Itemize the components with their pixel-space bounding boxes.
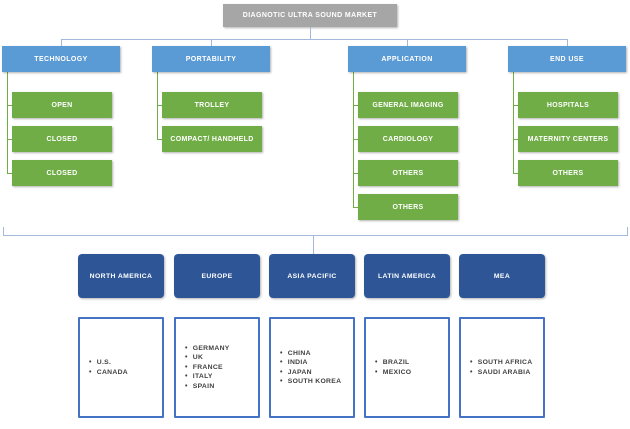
bullet-icon: • bbox=[185, 382, 188, 390]
segment-child-box: HOSPITALS bbox=[518, 92, 618, 118]
segment-child-box: OTHERS bbox=[518, 160, 618, 186]
country-label: SPAIN bbox=[192, 382, 215, 390]
country-label: BRAZIL bbox=[382, 359, 410, 366]
bullet-icon: • bbox=[375, 368, 378, 376]
region-header: EUROPE bbox=[174, 254, 260, 298]
country-label: UK bbox=[192, 354, 204, 362]
region-header: MEA bbox=[459, 254, 545, 298]
segment-child-box: OPEN bbox=[12, 92, 112, 118]
connector-drop bbox=[407, 39, 408, 46]
country-label: CANADA bbox=[96, 368, 129, 376]
country-item: • UK bbox=[176, 353, 258, 363]
region-country-list: • CHINA • INDIA • JAPAN • SOUTH KOREA bbox=[269, 317, 355, 418]
connector-brace-left-end bbox=[3, 227, 4, 235]
bullet-icon: • bbox=[185, 363, 188, 371]
country-label: GERMANY bbox=[192, 344, 230, 352]
region-country-list: • BRAZIL • MEXICO bbox=[364, 317, 450, 418]
segment-child-box: CARDIOLOGY bbox=[358, 126, 458, 152]
region-country-list: • U.S. • CANADA bbox=[78, 317, 164, 418]
segment-connector-tick bbox=[7, 139, 12, 140]
region-header: LATIN AMERICA bbox=[364, 254, 450, 298]
region-country-list: • SOUTH AFRICA • SAUDI ARABIA bbox=[459, 317, 545, 418]
segment-header: APPLICATION bbox=[348, 46, 466, 72]
country-item: • JAPAN bbox=[271, 368, 353, 378]
bullet-icon: • bbox=[280, 378, 283, 385]
connector-brace-rail bbox=[3, 235, 628, 236]
country-item: • FRANCE bbox=[176, 363, 258, 373]
bullet-icon: • bbox=[280, 368, 283, 376]
segment-connector-line bbox=[513, 72, 514, 173]
country-item: • SOUTH AFRICA bbox=[461, 358, 543, 368]
segment-connector-tick bbox=[7, 105, 12, 106]
segment-connector-tick bbox=[353, 139, 358, 140]
country-item: • U.S. bbox=[80, 358, 162, 368]
segment-connector-tick bbox=[157, 105, 162, 106]
country-item: • GERMANY bbox=[176, 344, 258, 354]
segment-header: END USE bbox=[508, 46, 626, 72]
bullet-icon: • bbox=[470, 359, 473, 366]
bullet-icon: • bbox=[280, 359, 283, 366]
country-item: • INDIA bbox=[271, 358, 353, 368]
segment-connector-tick bbox=[513, 139, 518, 140]
bullet-icon: • bbox=[280, 349, 283, 357]
bullet-icon: • bbox=[470, 368, 473, 376]
segment-child-box: TROLLEY bbox=[162, 92, 262, 118]
country-label: U.S. bbox=[96, 359, 112, 366]
segment-connector-line bbox=[7, 72, 8, 173]
country-label: CHINA bbox=[287, 349, 311, 357]
bullet-icon: • bbox=[185, 344, 188, 352]
segment-connector-tick bbox=[353, 207, 358, 208]
country-item: • SOUTH KOREA bbox=[271, 377, 353, 387]
connector-root-stem bbox=[310, 27, 311, 39]
segment-child-box: MATERNITY CENTERS bbox=[518, 126, 618, 152]
segment-connector-tick bbox=[513, 173, 518, 174]
segment-child-box: CLOSED bbox=[12, 126, 112, 152]
country-label: INDIA bbox=[287, 359, 308, 366]
country-item: • CANADA bbox=[80, 368, 162, 378]
country-item: • BRAZIL bbox=[366, 358, 448, 368]
segment-child-box: GENERAL IMAGING bbox=[358, 92, 458, 118]
segment-connector-tick bbox=[157, 139, 162, 140]
connector-drop bbox=[61, 39, 62, 46]
region-header: ASIA PACIFIC bbox=[269, 254, 355, 298]
segment-connector-tick bbox=[353, 105, 358, 106]
country-label: SOUTH AFRICA bbox=[477, 359, 533, 366]
connector-drop bbox=[211, 39, 212, 46]
country-item: • SAUDI ARABIA bbox=[461, 368, 543, 378]
country-label: JAPAN bbox=[287, 368, 312, 376]
segment-child-box: CLOSED bbox=[12, 160, 112, 186]
bullet-icon: • bbox=[89, 359, 92, 366]
country-item: • ITALY bbox=[176, 372, 258, 382]
region-country-list: • GERMANY • UK • FRANCE • ITALY • SPAIN bbox=[174, 317, 260, 418]
country-label: FRANCE bbox=[192, 363, 223, 371]
country-label: MEXICO bbox=[382, 368, 412, 376]
connector-top-rail bbox=[61, 39, 568, 40]
segment-connector-tick bbox=[353, 173, 358, 174]
country-item: • CHINA bbox=[271, 349, 353, 359]
country-label: ITALY bbox=[192, 373, 213, 381]
connector-drop bbox=[567, 39, 568, 46]
region-header: NORTH AMERICA bbox=[78, 254, 164, 298]
segment-connector-tick bbox=[513, 105, 518, 106]
root-node: DIAGNOTIC ULTRA SOUND MARKET bbox=[223, 4, 397, 27]
connector-brace-right-end bbox=[627, 227, 628, 235]
segment-header: TECHNOLOGY bbox=[2, 46, 120, 72]
segment-connector-tick bbox=[7, 173, 12, 174]
bullet-icon: • bbox=[89, 368, 92, 376]
country-item: • MEXICO bbox=[366, 368, 448, 378]
country-item: • SPAIN bbox=[176, 382, 258, 392]
segment-child-box: OTHERS bbox=[358, 160, 458, 186]
bullet-icon: • bbox=[185, 354, 188, 362]
country-label: SAUDI ARABIA bbox=[477, 368, 531, 376]
bullet-icon: • bbox=[185, 373, 188, 381]
connector-brace-center-stem bbox=[313, 235, 314, 254]
bullet-icon: • bbox=[375, 359, 378, 366]
segment-child-box: OTHERS bbox=[358, 194, 458, 220]
segment-header: PORTABILITY bbox=[152, 46, 270, 72]
segment-child-box: COMPACT/ HANDHELD bbox=[162, 126, 262, 152]
country-label: SOUTH KOREA bbox=[287, 378, 342, 385]
